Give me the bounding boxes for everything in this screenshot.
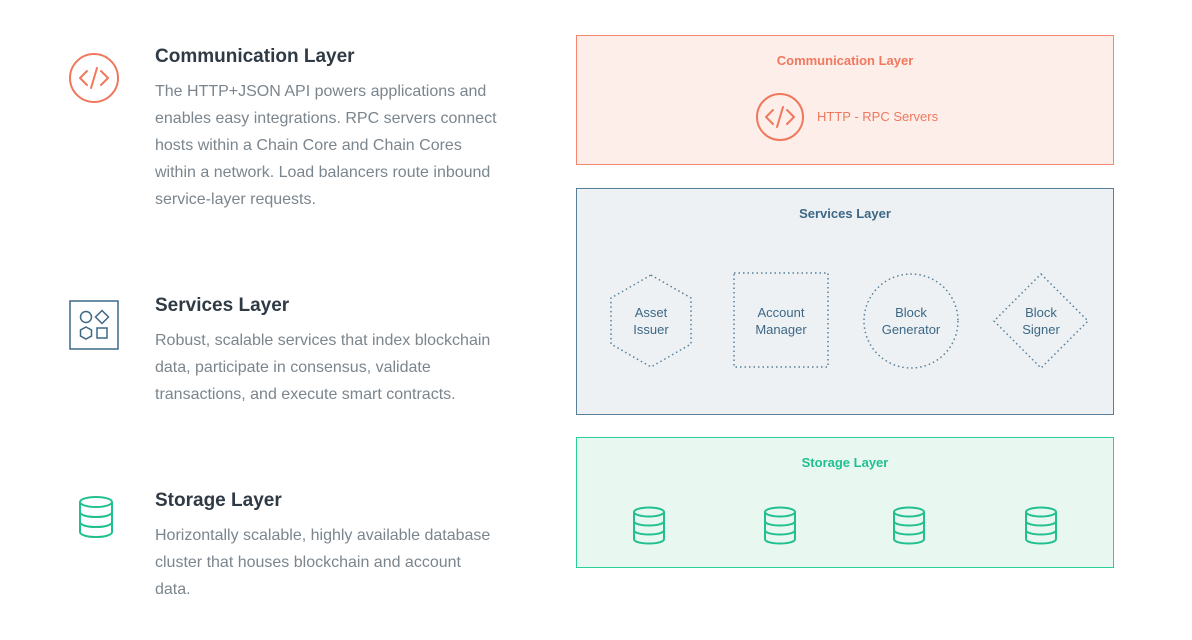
- code-icon: [756, 93, 804, 141]
- node-label-line1: Block: [895, 305, 927, 320]
- node-label-line2: Generator: [881, 322, 941, 337]
- code-icon: [68, 52, 120, 104]
- node-label-line1: Block: [1025, 305, 1057, 320]
- feature-description: Horizontally scalable, highly available …: [155, 527, 491, 598]
- block-signer-node: Block Signer: [991, 271, 1091, 371]
- communication-layer-box: Communication Layer HTTP - RPC Servers: [576, 35, 1114, 165]
- node-label-line2: Issuer: [633, 322, 669, 337]
- database-icon: [763, 506, 797, 546]
- block-generator-node: Block Generator: [861, 271, 961, 371]
- node-label-line1: Asset: [634, 305, 668, 320]
- account-manager-node: Account Manager: [731, 271, 831, 371]
- hexagon-shape: [610, 274, 692, 368]
- box-title: Communication Layer: [776, 53, 914, 68]
- square-shape: [733, 272, 829, 368]
- diamond-shape: [992, 272, 1090, 370]
- server-label: HTTP - RPC Servers: [817, 109, 939, 124]
- box-title: Services Layer: [799, 206, 891, 221]
- node-label-line2: Signer: [1022, 322, 1060, 337]
- database-icon: [892, 506, 926, 546]
- node-label-line2: Manager: [755, 322, 807, 337]
- box-title: Storage Layer: [801, 455, 889, 470]
- database-icon: [1024, 506, 1058, 546]
- node-label-line1: Account: [757, 305, 805, 320]
- circle-shape: [863, 273, 959, 369]
- asset-issuer-node: Asset Issuer: [601, 271, 701, 371]
- storage-layer-box: Storage Layer: [576, 437, 1114, 568]
- services-layer-box: Services Layer Asset Issuer Account Mana…: [576, 188, 1114, 415]
- feature-title: Services Layer: [155, 295, 290, 316]
- feature-title: Storage Layer: [155, 490, 282, 511]
- feature-description: The HTTP+JSON API powers applications an…: [155, 83, 497, 208]
- database-icon: [68, 494, 120, 546]
- feature-title: Communication Layer: [155, 46, 355, 67]
- database-icon: [632, 506, 666, 546]
- feature-description: Robust, scalable services that index blo…: [155, 332, 491, 403]
- shapes-grid-icon: [68, 299, 120, 351]
